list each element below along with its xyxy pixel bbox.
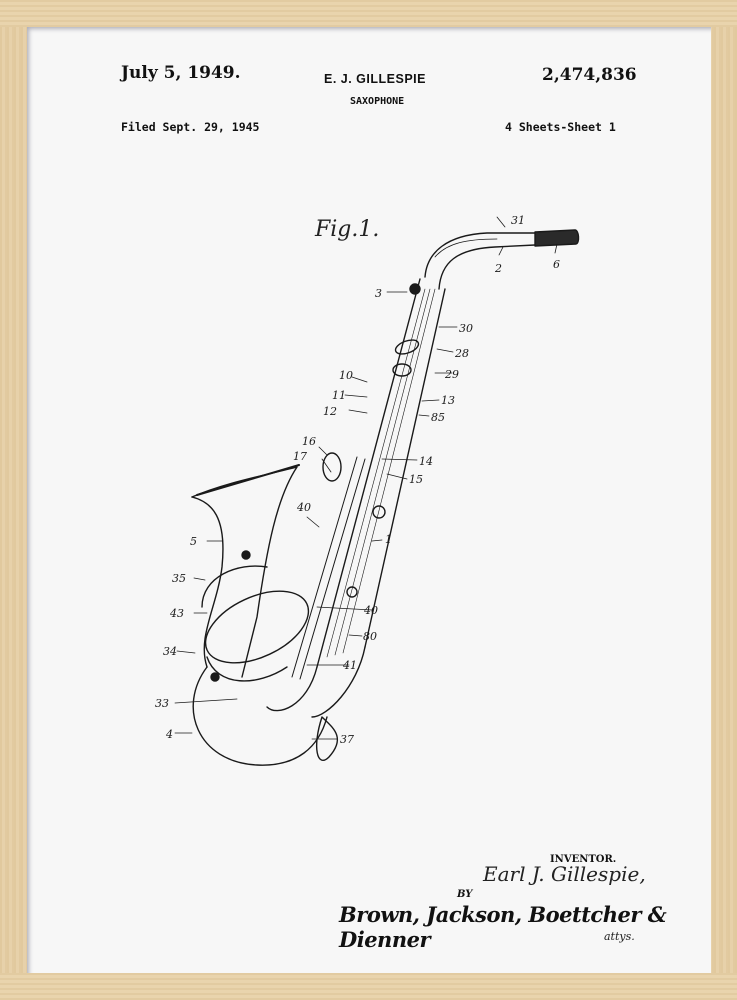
- body-left-edge: [316, 278, 421, 668]
- callout-5: 5: [190, 535, 197, 548]
- body-right-edge: [364, 288, 446, 648]
- frame-bottom-rail: [0, 973, 737, 1000]
- callout-85: 85: [431, 411, 445, 424]
- callout-31: 31: [511, 214, 525, 227]
- callout-10: 10: [339, 369, 353, 382]
- patent-number: 2,474,836: [542, 65, 637, 85]
- neck-upper-edge: [424, 232, 538, 278]
- inventor-label: INVENTOR.: [550, 854, 617, 865]
- patent-date: July 5, 1949.: [121, 63, 241, 83]
- bow-right: [311, 646, 366, 718]
- callout-40b: 40: [363, 604, 378, 617]
- callout-28: 28: [454, 347, 469, 360]
- callout-80: 80: [363, 630, 377, 643]
- mouthpiece: [534, 229, 580, 247]
- neck-lower-edge: [438, 244, 536, 290]
- key-16: [322, 452, 342, 482]
- key-15: [372, 505, 386, 519]
- callout-6: 6: [553, 258, 560, 271]
- callout-2: 2: [494, 262, 502, 275]
- callout-37: 37: [340, 733, 354, 746]
- octave-screw: [409, 283, 421, 295]
- inventor-heading: E. J. GILLESPIE: [324, 72, 426, 86]
- bell-left: [191, 496, 224, 668]
- callout-1: 1: [385, 533, 392, 546]
- thumb-rest-37: [316, 716, 339, 761]
- callout-12: 12: [323, 405, 337, 418]
- key-29: [392, 363, 412, 377]
- attorneys-signature: Brown, Jackson, Boettcher & Dienner: [339, 902, 667, 952]
- by-label: BY: [457, 889, 473, 900]
- key-28: [394, 339, 420, 355]
- callout-30: 30: [459, 322, 473, 335]
- callout-13: 13: [441, 394, 455, 407]
- callout-4: 4: [165, 728, 173, 741]
- filed-date: Filed Sept. 29, 1945: [121, 120, 260, 134]
- inventor-signature: Earl J. Gillespie,: [483, 862, 646, 886]
- callout-34: 34: [163, 645, 177, 658]
- callout-43: 43: [169, 607, 184, 620]
- callout-41: 41: [342, 659, 357, 672]
- frame-top-rail: [0, 0, 737, 27]
- key-guard: [204, 590, 310, 664]
- callout-14: 14: [419, 455, 433, 468]
- callout-35: 35: [172, 572, 186, 585]
- figure-label: Fig.1.: [315, 217, 380, 242]
- callout-17: 17: [293, 450, 307, 463]
- sheet-count: 4 Sheets-Sheet 1: [505, 120, 616, 134]
- callout-15: 15: [409, 473, 423, 486]
- callout-40a: 40: [296, 501, 311, 514]
- callout-3: 3: [375, 287, 382, 300]
- callout-33: 33: [155, 697, 169, 710]
- saxophone-drawing: 31 2 6 3 30 28 29 10 11 13 12 85 16 17 1…: [155, 214, 580, 766]
- bell-right: [191, 466, 298, 678]
- bow-outer: [192, 666, 328, 766]
- patent-sheet: July 5, 1949. E. J. GILLESPIE 2,474,836 …: [27, 27, 711, 973]
- patent-title: SAXOPHONE: [350, 96, 405, 107]
- callout-29: 29: [444, 368, 459, 381]
- callout-16: 16: [302, 435, 316, 448]
- attys-label: attys.: [604, 930, 635, 943]
- callout-11: 11: [332, 389, 346, 402]
